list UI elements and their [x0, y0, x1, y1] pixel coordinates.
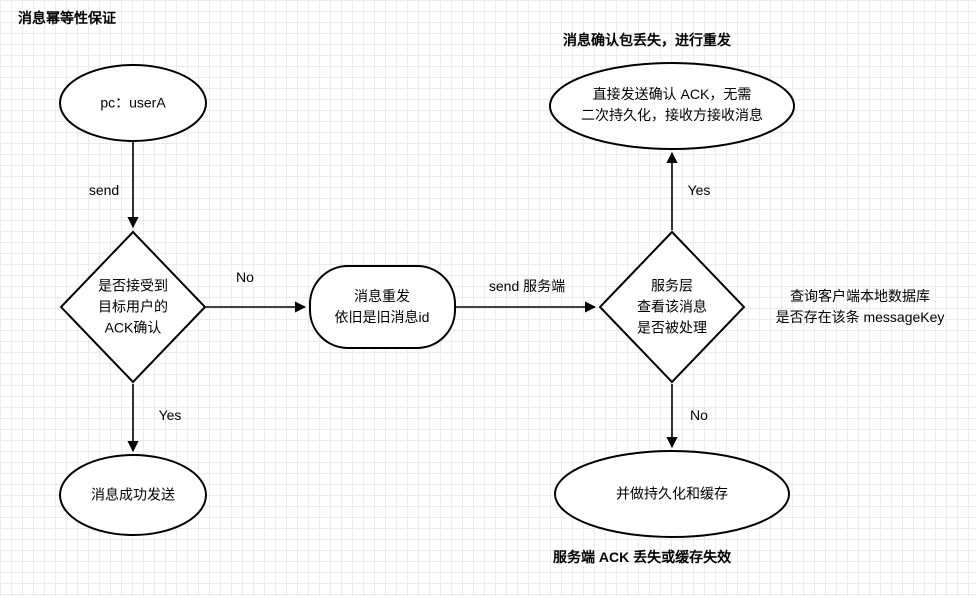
- node-persist-shape[interactable]: [554, 450, 790, 538]
- node-server-check-line1: 服务层: [651, 277, 693, 294]
- node-ack-check-shape[interactable]: [59, 230, 207, 384]
- node-direct-ack-line1: 直接发送确认 ACK，无需: [592, 86, 752, 102]
- node-ack-check-line3: ACK确认: [104, 319, 162, 336]
- node-ack-check-line2: 目标用户的: [98, 298, 168, 315]
- node-server-check-line3: 是否被处理: [637, 319, 707, 336]
- node-resend-line1: 消息重发: [354, 288, 410, 304]
- node-pc-usera-shape[interactable]: [59, 64, 207, 142]
- note-side-line1: 查询客户端本地数据库: [789, 288, 930, 304]
- edge-label-yes-left: Yes: [158, 407, 182, 423]
- node-direct-ack-shape[interactable]: [549, 62, 795, 150]
- node-server-check-label: 服务层 查看该消息 是否被处理: [637, 276, 707, 339]
- note-side-line2: 是否存在该条 messageKey: [775, 309, 945, 325]
- node-server-check-shape[interactable]: [598, 230, 746, 384]
- edge-label-send-server: send 服务端: [488, 278, 566, 294]
- node-direct-ack-label: 直接发送确认 ACK，无需 二次持久化，接收方接收消息: [581, 84, 763, 126]
- edge-label-no-left: No: [236, 269, 254, 285]
- node-ack-check-label: 是否接受到 目标用户的 ACK确认: [98, 276, 168, 339]
- note-side: 查询客户端本地数据库 是否存在该条 messageKey: [776, 286, 945, 328]
- diagram-title: 消息幂等性保证: [18, 10, 116, 26]
- node-resend-line2: 依旧是旧消息id: [334, 309, 430, 325]
- node-direct-ack-line2: 二次持久化，接收方接收消息: [581, 107, 763, 123]
- note-top-right: 消息确认包丢失，进行重发: [563, 32, 731, 48]
- edge-label-send: send: [88, 182, 120, 198]
- node-success-shape[interactable]: [59, 454, 207, 536]
- node-resend-shape[interactable]: [309, 265, 456, 349]
- edge-label-yes-right: Yes: [687, 182, 711, 198]
- node-server-check-line2: 查看该消息: [637, 298, 707, 315]
- note-bottom: 服务端 ACK 丢失或缓存失效: [553, 549, 732, 565]
- edge-label-no-right: No: [690, 407, 708, 423]
- node-pc-usera-label: pc：userA: [100, 94, 166, 111]
- node-resend-label: 消息重发 依旧是旧消息id: [335, 286, 430, 328]
- node-ack-check-line1: 是否接受到: [98, 277, 168, 294]
- node-persist-label: 并做持久化和缓存: [616, 485, 728, 502]
- node-success-label: 消息成功发送: [91, 486, 175, 503]
